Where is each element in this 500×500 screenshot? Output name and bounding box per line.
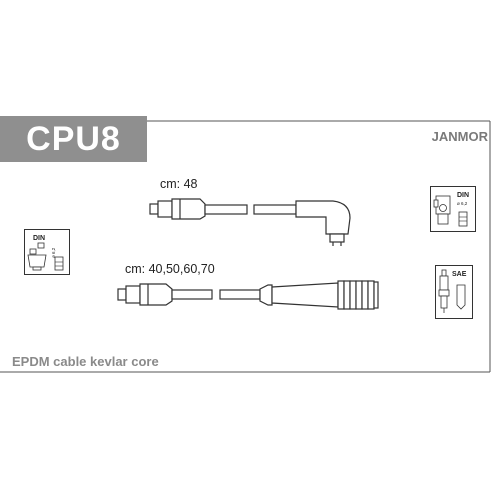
right-din-badge: DIN ø 6,2 (430, 186, 476, 232)
cable-2-left-boot (139, 283, 173, 306)
left-din-badge: DIN ø 6,2 (24, 229, 70, 275)
distributor-cap-icon (27, 242, 47, 271)
cable-1-length: cm: 48 (160, 177, 198, 191)
left-din-size: ø 6,2 (51, 247, 56, 258)
cable-2-wire-left (171, 289, 213, 300)
cable-1-angled-boot (295, 200, 351, 235)
coil-icon (433, 195, 451, 225)
right-din-size: ø 6,2 (457, 201, 468, 206)
cable-1-wire-left (204, 204, 248, 215)
brand-name: JANMOR (431, 129, 488, 144)
part-code: CPU8 (0, 116, 147, 162)
cable-2-wire-right (219, 289, 261, 300)
cable-2-terminal (117, 288, 127, 301)
left-din-title: DIN (33, 235, 45, 242)
terminal-icon (54, 256, 64, 271)
cable-2-long-boot (259, 284, 273, 306)
spark-plug-icon (438, 269, 450, 313)
right-sae-badge: SAE (435, 265, 473, 319)
right-din-title: DIN (457, 192, 469, 199)
cable-2-length: cm: 40,50,60,70 (125, 262, 215, 276)
terminal-icon (458, 211, 468, 227)
right-sae-title: SAE (452, 271, 467, 278)
terminal-icon (456, 284, 466, 310)
cable-description: EPDM cable kevlar core (12, 354, 159, 369)
